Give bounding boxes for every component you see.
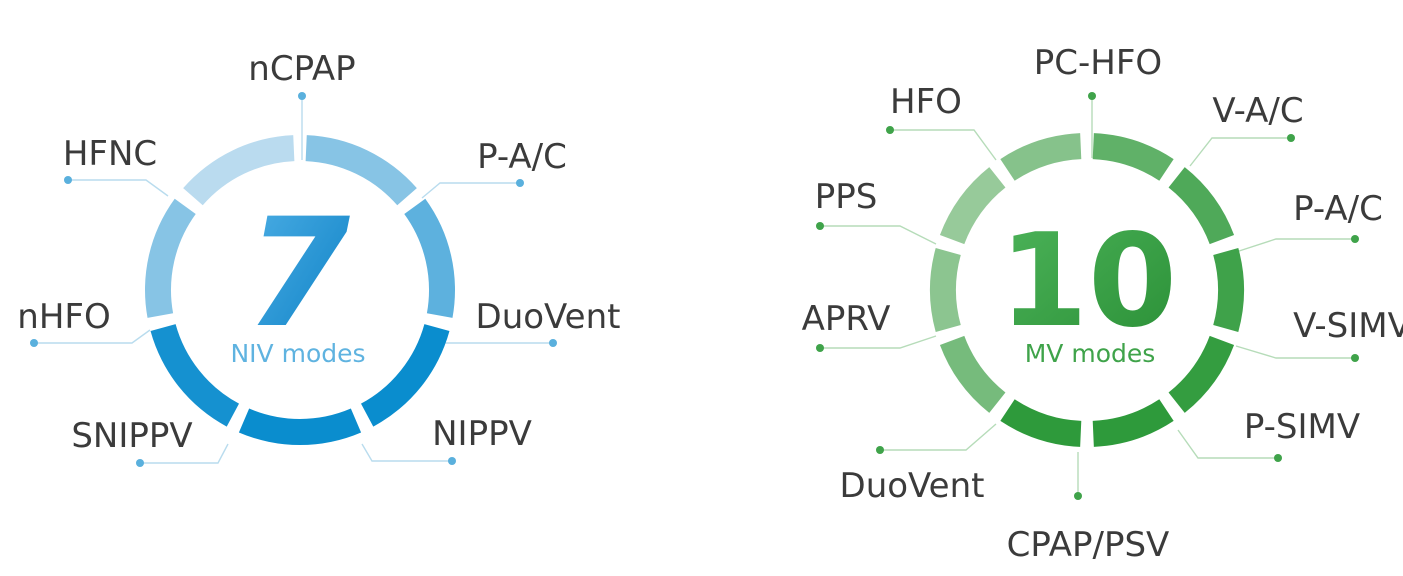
mv-connector-line	[880, 423, 997, 451]
mv-mode-label: P-SIMV	[1244, 407, 1360, 447]
niv-connector-dot	[448, 457, 456, 465]
mv-mode-label: APRV	[802, 299, 891, 339]
mv-ring	[930, 133, 1245, 447]
niv-connector-dot	[64, 176, 72, 184]
mv-connector-line	[1189, 137, 1291, 167]
mv-connector-line	[1235, 345, 1355, 359]
niv-count: 7	[246, 187, 351, 361]
niv-ring-segment	[183, 135, 295, 206]
niv-mode-label: nCPAP	[248, 49, 355, 89]
mv-connector-line	[820, 225, 937, 245]
mv-ring-segment	[939, 167, 1006, 245]
niv-connector-line	[34, 329, 151, 344]
mv-connector-dot	[876, 446, 884, 454]
mv-connector-line	[1235, 238, 1355, 253]
mv-connector-dot	[816, 222, 824, 230]
mv-ring-segment	[1000, 133, 1082, 181]
niv-mode-label: HFNC	[63, 134, 157, 174]
niv-connectors	[30, 92, 557, 467]
mv-ring-segment	[1168, 167, 1235, 245]
mv-mode-labels: PC-HFO V-A/C P-A/C V-SIMV P-SIMV CPAP/PSV DuoV…	[802, 43, 1403, 565]
niv-connector-dot	[298, 92, 306, 100]
mv-connectors	[816, 92, 1359, 500]
mv-mode-label: HFO	[890, 82, 962, 122]
mv-mode-label: DuoVent	[840, 466, 985, 506]
niv-ring	[144, 135, 455, 445]
mv-ring-segment	[1213, 248, 1245, 332]
niv-connector-line	[421, 182, 520, 199]
mv-ring-segment	[939, 335, 1006, 413]
mv-ring-segment	[1092, 133, 1174, 181]
mv-ring-diagram: PC-HFO V-A/C P-A/C V-SIMV P-SIMV CPAP/PSV DuoV…	[802, 43, 1403, 565]
niv-ring-segment	[150, 324, 240, 427]
niv-ring-segment	[144, 198, 196, 318]
mv-connector-dot	[1074, 492, 1082, 500]
mv-ring-segment	[1000, 399, 1082, 447]
mv-mode-label: CPAP/PSV	[1007, 525, 1170, 565]
mv-ring-segment	[1092, 399, 1174, 447]
niv-caption: NIV modes	[230, 339, 365, 368]
niv-ring-segment	[360, 324, 450, 427]
mv-count: 10	[999, 207, 1177, 356]
niv-mode-label: SNIPPV	[71, 416, 192, 456]
mv-connector-line	[820, 335, 937, 349]
niv-connector-line	[361, 443, 452, 462]
niv-mode-label: NIPPV	[432, 414, 532, 454]
niv-ring-segment	[238, 408, 362, 445]
niv-ring-segment	[305, 135, 417, 206]
niv-connector-dot	[30, 339, 38, 347]
niv-connector-line	[68, 179, 169, 197]
mv-connector-dot	[886, 126, 894, 134]
niv-mode-label: nHFO	[17, 297, 110, 337]
mv-mode-label: V-A/C	[1212, 91, 1303, 131]
niv-connector-dot	[136, 459, 144, 467]
mv-connector-dot	[1274, 454, 1282, 462]
mv-connector-line	[1177, 429, 1278, 459]
niv-connector-dot	[549, 339, 557, 347]
mv-mode-label: PPS	[815, 177, 878, 217]
mv-connector-dot	[1088, 92, 1096, 100]
mv-ring-segment	[1168, 335, 1235, 413]
mv-connector-dot	[816, 344, 824, 352]
mv-mode-label: PC-HFO	[1034, 43, 1162, 83]
mv-connector-dot	[1351, 235, 1359, 243]
mv-caption: MV modes	[1025, 339, 1156, 368]
mv-connector-line	[890, 129, 997, 161]
niv-mode-label: DuoVent	[476, 297, 621, 337]
mv-connector-dot	[1287, 134, 1295, 142]
niv-ring-segment	[404, 198, 455, 318]
mv-ring-segment	[930, 248, 961, 332]
niv-mode-label: P-A/C	[477, 137, 567, 177]
mv-connector-dot	[1351, 354, 1359, 362]
mv-mode-label: P-A/C	[1293, 189, 1383, 229]
mv-mode-label: V-SIMV	[1293, 306, 1403, 346]
niv-connector-dot	[516, 179, 524, 187]
niv-connector-line	[140, 443, 229, 464]
